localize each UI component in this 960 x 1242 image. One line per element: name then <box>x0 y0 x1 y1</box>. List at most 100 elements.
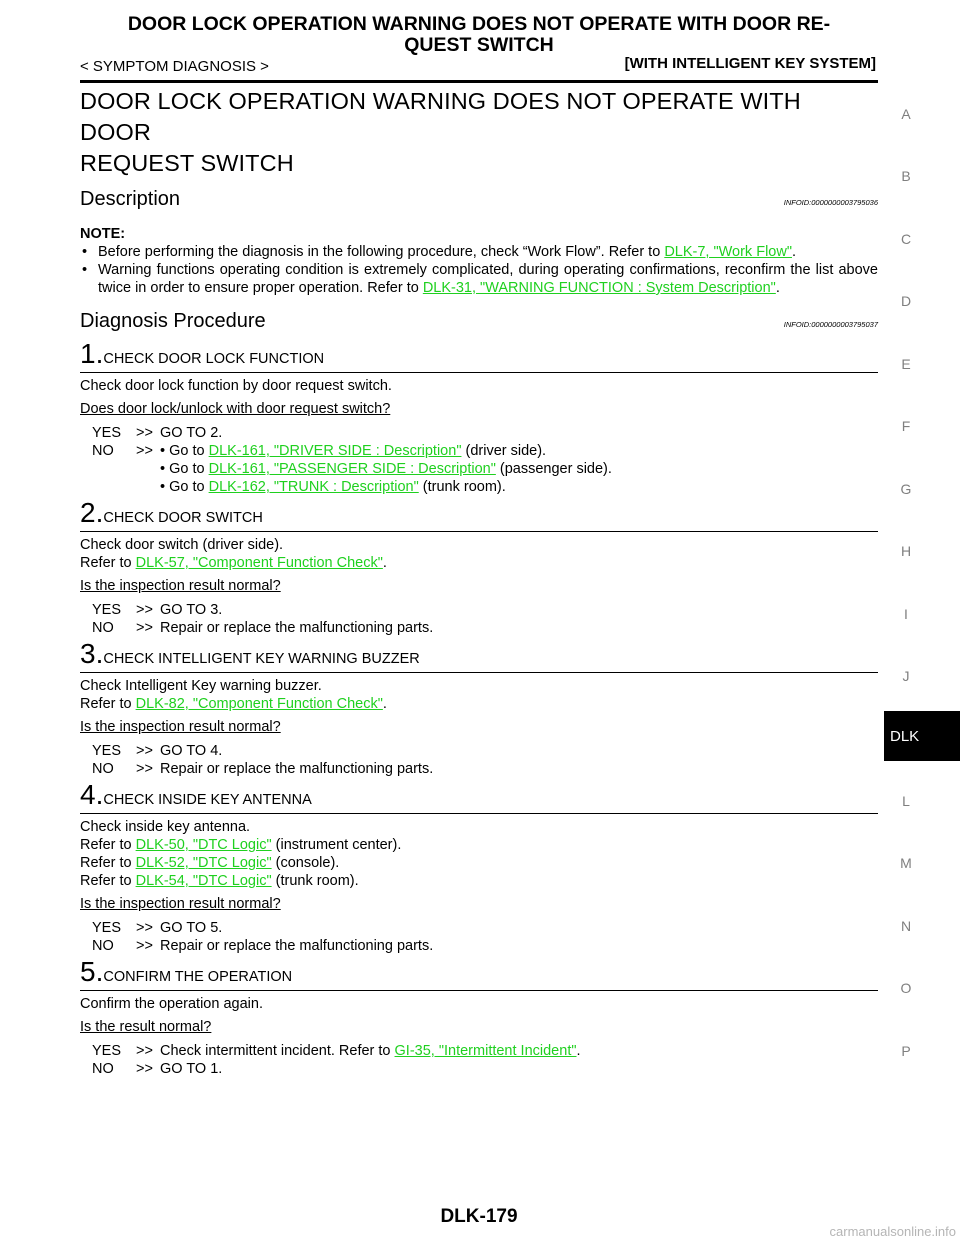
step-text: Confirm the operation again. <box>80 996 263 1012</box>
side-index-m[interactable]: M <box>900 855 912 871</box>
bullet-dot: • <box>82 262 88 278</box>
page-number: DLK-179 <box>440 1206 518 1227</box>
answer-yes: YES >> Check intermittent incident. Refe… <box>92 1043 581 1059</box>
procedure-infoid: INFOID:0000000003795037 <box>783 320 878 329</box>
answer-no: NO >> GO TO 1. <box>92 1061 223 1077</box>
step-number: 5. <box>80 956 104 987</box>
step-2: 2. CHECK DOOR SWITCH Check door switch (… <box>80 498 878 637</box>
step-number: 1. <box>80 338 104 369</box>
side-index-j[interactable]: J <box>902 668 910 684</box>
answer-yes: YES >> GO TO 2. <box>92 425 223 441</box>
description-infoid: INFOID:0000000003795036 <box>783 198 878 207</box>
step-title: CONFIRM THE OPERATION <box>103 969 293 985</box>
link-intermittent-incident[interactable]: GI-35, "Intermittent Incident" <box>394 1043 577 1059</box>
step-text: Check door lock function by door request… <box>80 378 392 394</box>
answer-yes: YES >> GO TO 5. <box>92 920 223 936</box>
step-3-head: 3. CHECK INTELLIGENT KEY WARNING BUZZER <box>80 639 878 669</box>
step-3: 3. CHECK INTELLIGENT KEY WARNING BUZZER … <box>80 639 878 778</box>
step-1-head: 1. CHECK DOOR LOCK FUNCTION <box>80 339 878 369</box>
step-1: 1. CHECK DOOR LOCK FUNCTION Check door l… <box>80 339 878 496</box>
header-section: < SYMPTOM DIAGNOSIS > <box>80 58 269 75</box>
side-index-d[interactable]: D <box>900 293 912 309</box>
step-number: 2. <box>80 497 104 528</box>
side-index-g[interactable]: G <box>900 481 912 497</box>
description-heading-row: Description INFOID:0000000003795036 <box>80 188 878 211</box>
link-buzzer-check[interactable]: DLK-82, "Component Function Check" <box>135 696 383 712</box>
step-text: Check door switch (driver side). Refer t… <box>80 537 387 571</box>
watermark: carmanualsonline.info <box>829 1224 956 1239</box>
header-title: DOOR LOCK OPERATION WARNING DOES NOT OPE… <box>80 14 878 56</box>
step-4-head: 4. CHECK INSIDE KEY ANTENNA <box>80 780 878 810</box>
main-content: DOOR LOCK OPERATION WARNING DOES NOT OPE… <box>80 86 878 1078</box>
side-index-f[interactable]: F <box>901 418 911 434</box>
header-rule <box>80 80 878 83</box>
link-dtc-console[interactable]: DLK-52, "DTC Logic" <box>135 855 272 871</box>
step-title: CHECK INSIDE KEY ANTENNA <box>103 792 312 808</box>
step-title: CHECK DOOR LOCK FUNCTION <box>103 351 325 367</box>
side-index-dlk-active[interactable]: DLK <box>884 711 960 761</box>
link-driver-side[interactable]: DLK-161, "DRIVER SIDE : Description" <box>208 443 462 459</box>
side-index-b[interactable]: B <box>901 168 911 184</box>
answer-yes: YES >> GO TO 3. <box>92 602 223 618</box>
page-title: DOOR LOCK OPERATION WARNING DOES NOT OPE… <box>80 86 878 179</box>
step-answers: YES >> GO TO 3. NO >> Repair or replace … <box>80 601 878 637</box>
side-index-h[interactable]: H <box>900 543 912 559</box>
step-question: Is the inspection result normal? <box>80 719 281 735</box>
note-label: NOTE: <box>80 226 126 242</box>
step-rule <box>80 372 878 373</box>
link-dtc-trunk[interactable]: DLK-54, "DTC Logic" <box>135 873 272 889</box>
step-5: 5. CONFIRM THE OPERATION Confirm the ope… <box>80 957 878 1078</box>
description-body: NOTE: •Before performing the diagnosis i… <box>80 225 878 297</box>
step-number: 4. <box>80 779 104 810</box>
link-work-flow[interactable]: DLK-7, "Work Flow" <box>664 244 792 260</box>
description-heading: Description <box>80 188 181 210</box>
step-number: 3. <box>80 638 104 669</box>
answer-no: NO >> Repair or replace the malfunctioni… <box>92 620 434 636</box>
step-rule <box>80 672 878 673</box>
step-rule <box>80 990 878 991</box>
link-trunk[interactable]: DLK-162, "TRUNK : Description" <box>208 479 419 495</box>
side-index-l[interactable]: L <box>902 793 910 809</box>
step-question: Is the inspection result normal? <box>80 578 281 594</box>
answer-no: NO >> • Go to DLK-161, "DRIVER SIDE : De… <box>92 443 612 495</box>
procedure-heading: Diagnosis Procedure <box>80 310 266 332</box>
link-dtc-instrument[interactable]: DLK-50, "DTC Logic" <box>135 837 272 853</box>
procedure-heading-row: Diagnosis Procedure INFOID:0000000003795… <box>80 310 878 333</box>
step-2-head: 2. CHECK DOOR SWITCH <box>80 498 878 528</box>
step-answers: YES >> GO TO 5. NO >> Repair or replace … <box>80 919 878 955</box>
step-4: 4. CHECK INSIDE KEY ANTENNA Check inside… <box>80 780 878 955</box>
note-bullet-2: •Warning functions operating condition i… <box>82 262 878 296</box>
step-text: Check inside key antenna. Refer to DLK-5… <box>80 819 402 889</box>
step-question: Is the inspection result normal? <box>80 896 281 912</box>
step-text: Check Intelligent Key warning buzzer. Re… <box>80 678 387 712</box>
bullet-dot: • <box>82 244 88 260</box>
side-index-a[interactable]: A <box>901 106 911 122</box>
page-title-line2: REQUEST SWITCH <box>80 150 294 176</box>
step-question: Does door lock/unlock with door request … <box>80 401 391 417</box>
answer-no: NO >> Repair or replace the malfunctioni… <box>92 938 434 954</box>
side-index-i[interactable]: I <box>904 606 908 622</box>
step-5-head: 5. CONFIRM THE OPERATION <box>80 957 878 987</box>
link-passenger-side[interactable]: DLK-161, "PASSENGER SIDE : Description" <box>208 461 496 477</box>
side-index-p[interactable]: P <box>901 1043 911 1059</box>
side-index-c[interactable]: C <box>900 231 912 247</box>
answer-yes: YES >> GO TO 4. <box>92 743 223 759</box>
link-warning-function[interactable]: DLK-31, "WARNING FUNCTION : System Descr… <box>422 280 776 296</box>
step-title: CHECK INTELLIGENT KEY WARNING BUZZER <box>103 651 420 667</box>
page-title-line1: DOOR LOCK OPERATION WARNING DOES NOT OPE… <box>80 88 801 145</box>
step-answers: YES >> GO TO 2. NO >> • Go to DLK-161, "… <box>80 424 878 496</box>
note-bullet-1: •Before performing the diagnosis in the … <box>82 244 797 260</box>
header-title-line2: QUEST SWITCH <box>404 34 554 56</box>
step-answers: YES >> Check intermittent incident. Refe… <box>80 1042 878 1078</box>
header-system: [WITH INTELLIGENT KEY SYSTEM] <box>624 55 876 72</box>
link-door-switch-check[interactable]: DLK-57, "Component Function Check" <box>135 555 383 571</box>
side-index-e[interactable]: E <box>901 356 911 372</box>
side-index-o[interactable]: O <box>900 980 912 996</box>
answer-no: NO >> Repair or replace the malfunctioni… <box>92 761 434 777</box>
side-index: A B C D E F G H I J DLK L M N O P <box>884 0 960 1242</box>
step-question: Is the result normal? <box>80 1019 212 1035</box>
side-index-n[interactable]: N <box>900 918 912 934</box>
step-answers: YES >> GO TO 4. NO >> Repair or replace … <box>80 742 878 778</box>
step-title: CHECK DOOR SWITCH <box>103 510 263 526</box>
